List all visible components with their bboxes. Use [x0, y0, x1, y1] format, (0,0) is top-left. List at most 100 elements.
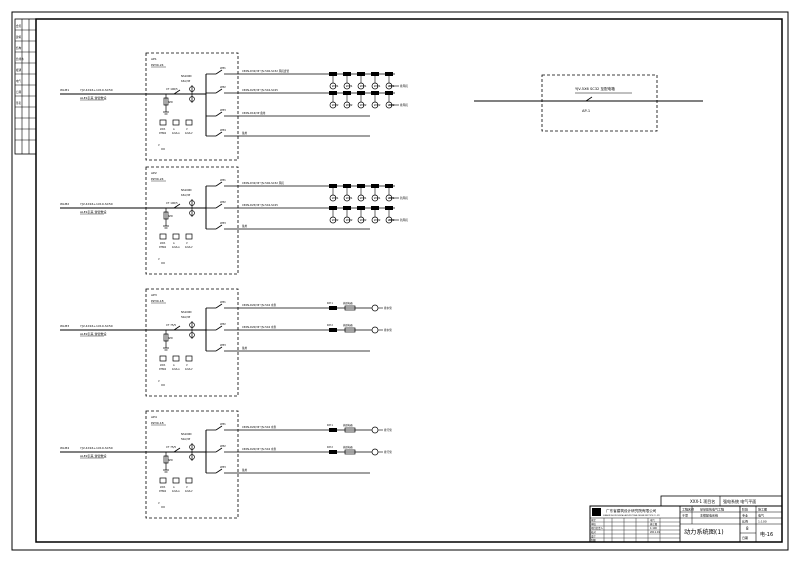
discipline-label: 专业 — [742, 513, 748, 518]
sheet-no: 8 — [746, 526, 749, 531]
sub-value: 主楼配电系统 — [700, 513, 718, 518]
pump-motor-symbol — [371, 426, 379, 434]
main-breaker-contact — [173, 203, 181, 209]
fan-end-label: 新风机 — [400, 218, 408, 222]
panel-enclosure — [145, 410, 239, 519]
fan-motor-letter: WP1 — [360, 84, 367, 88]
feeder-cable: YJV-4X16+1X10-SC50 — [80, 202, 113, 206]
inner-border — [35, 18, 783, 543]
rev-label: 电气 — [16, 79, 22, 83]
instrument-label: kWh — [160, 128, 166, 131]
circuit-no: WP3 — [220, 108, 226, 112]
panel-enclosure — [145, 166, 239, 275]
pump-motor-symbol — [371, 326, 379, 334]
circuit-desc: C65N-D32/3P YJV-5X6-SC32 风机 — [242, 181, 284, 185]
circuit-breaker-contact — [215, 181, 223, 187]
pump-thermal-relay — [344, 449, 356, 455]
fan-breaker — [371, 184, 379, 188]
main-breaker-model: NS100N — [181, 188, 192, 192]
spd-label: SPD — [168, 215, 173, 218]
side-panel-desc: YJV-5X6 SC32 至配电箱 — [575, 86, 615, 91]
feeder-route: ALE2引来 穿管敷设 — [80, 453, 106, 458]
rev-label: 结构 — [16, 46, 22, 50]
fan-motor-letter: WP1 — [346, 196, 353, 200]
pump-end-label: 排污泵 — [384, 450, 392, 454]
circuit-no: WP1 — [220, 178, 226, 182]
ct-label: CT 100/5 — [166, 201, 178, 205]
instrument-model: 42L6-A — [172, 132, 180, 135]
fan-motor-letter: WP2 — [346, 218, 353, 222]
circuit-no: WP2 — [220, 444, 226, 448]
circuit-desc: C65N-D20/3P YJV-5X4 水泵 — [242, 325, 277, 329]
fan-breaker — [385, 72, 393, 76]
feeder-no: WLM4 — [60, 446, 69, 450]
circuit-no: WP3 — [220, 343, 226, 347]
circuit-no: WP1 — [220, 66, 226, 70]
rev-label: 会签 — [16, 24, 22, 28]
sig-row-label: 项目负责人 — [591, 526, 604, 530]
main-breaker-model: NS100N — [181, 432, 192, 436]
fan-motor-symbol — [371, 82, 379, 90]
fan-breaker — [343, 206, 351, 210]
fan-breaker — [385, 206, 393, 210]
instrument-box — [172, 233, 180, 240]
fan-breaker — [329, 184, 337, 188]
circuit-breaker-contact — [215, 325, 223, 331]
pump-end-label: 排污泵 — [384, 428, 392, 432]
circuit-no: WP2 — [220, 200, 226, 204]
fan-motor-symbol — [371, 101, 379, 109]
circuit-desc: C65N-D32/3P YJV-5X6-SC32 风机盘管 — [242, 69, 289, 73]
project-label: 工程名称 — [682, 507, 694, 512]
instrument-label: A — [173, 242, 175, 245]
fan-motor-symbol — [329, 216, 337, 224]
pump-motor-symbol — [371, 448, 379, 456]
fan-breaker — [357, 206, 365, 210]
panel-name: AP2 — [151, 171, 157, 175]
pump-thermal-relay — [344, 305, 356, 311]
main-breaker-rating: 63A/3P — [181, 79, 191, 83]
scale-label: 比例 — [742, 519, 748, 524]
instrument-model: 42L6-V — [185, 490, 193, 493]
feeder-no: WLM3 — [60, 324, 69, 328]
instrument-box — [159, 355, 167, 362]
pump-k2: 热继电器 — [343, 323, 353, 327]
fan-motor-symbol — [357, 216, 365, 224]
instrument-box — [172, 355, 180, 362]
instrument-box — [159, 233, 167, 240]
main-breaker-model: NS100N — [181, 310, 192, 314]
instrument-box — [159, 119, 167, 126]
instrument-box — [159, 477, 167, 484]
title-block: XXX-1 项目名 强电系统 电气平面 广东省建筑设计研究院有限公司 GUANG… — [589, 495, 783, 543]
circuit-no: WP2 — [220, 85, 226, 89]
instrument-label: kWh — [160, 486, 166, 489]
instrument-model: 42L6-V — [185, 132, 193, 135]
instrument-box — [172, 119, 180, 126]
pump-thermal-relay — [344, 327, 356, 333]
feeder-route: ALE1引来 穿管敷设 — [80, 209, 106, 214]
neutral-label: V — [158, 380, 160, 383]
instrument-model: DT862 — [159, 132, 167, 135]
fan-breaker — [343, 184, 351, 188]
panel-model: PZ30-18 — [151, 299, 164, 303]
pump-k2: 热继电器 — [343, 301, 353, 305]
circuit-desc: C65N-D20/3P YJV-5X4 水泵 — [242, 425, 277, 429]
main-breaker-rating: 50A/3P — [181, 315, 191, 319]
circuit-desc: 备用 — [242, 131, 248, 135]
fan-breaker — [371, 91, 379, 95]
company-name-en: GUANGDONG PROVINCIAL ARCHITECTURAL DESIG… — [603, 514, 660, 517]
pump-contactor — [329, 328, 337, 332]
circuit-desc: C65N-D25/3P YJV-5X4-SC25 — [242, 88, 278, 92]
spd-label: SPD — [168, 101, 173, 104]
pump-contactor — [329, 428, 337, 432]
instrument-box — [185, 119, 193, 126]
panel-name: AP1 — [151, 57, 157, 61]
fan-motor-symbol — [329, 194, 337, 202]
circuit-no: WP2 — [220, 322, 226, 326]
instrument-model: DT862 — [159, 490, 167, 493]
circuit-no: WP1 — [220, 422, 226, 426]
fan-breaker — [329, 206, 337, 210]
main-breaker-contact — [173, 89, 181, 95]
